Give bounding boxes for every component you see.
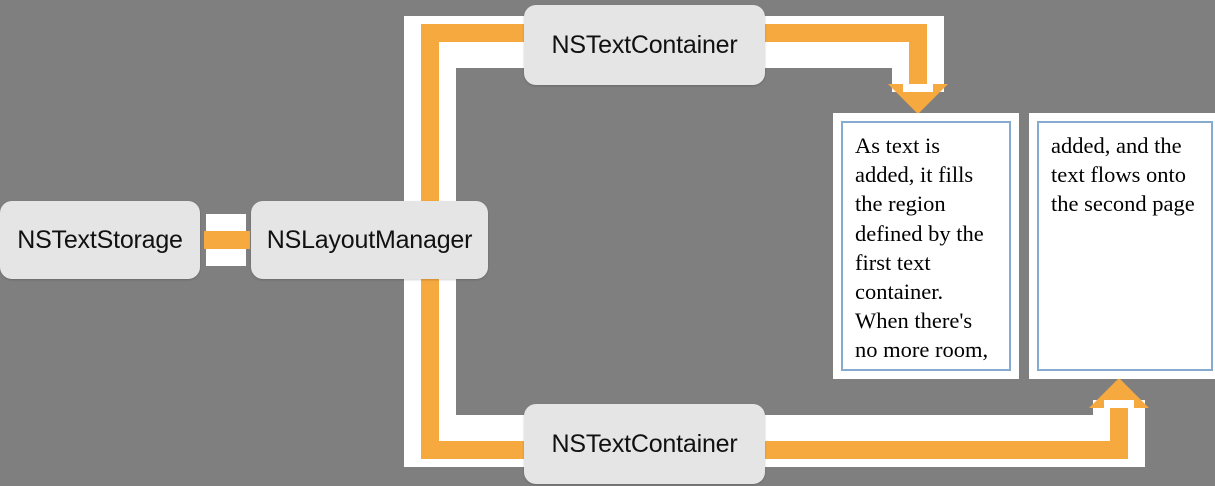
- arrowhead-up-page-two: [1089, 378, 1149, 408]
- halo-bottom-container-to-page-two: [752, 400, 1145, 467]
- node-nstextcontainer-bottom-label: NSTextContainer: [551, 429, 738, 458]
- node-nslayoutmanager-label: NSLayoutManager: [266, 225, 473, 254]
- arrow-heads-group: [888, 84, 1149, 408]
- arrow-orange-group: [204, 24, 1128, 459]
- page-one[interactable]: As text is added, it fills the region de…: [833, 113, 1019, 379]
- arrowhead-down-page-one: [888, 84, 948, 114]
- node-nstextcontainer-top[interactable]: NSTextContainer: [524, 5, 765, 85]
- page-one-text: As text is added, it fills the region de…: [841, 121, 1011, 371]
- arrow-bottom-container-to-page-two: [750, 408, 1128, 459]
- arrow-top-container-to-page-one: [750, 24, 927, 84]
- node-nstextstorage-label: NSTextStorage: [17, 225, 183, 254]
- node-nslayoutmanager[interactable]: NSLayoutManager: [251, 201, 488, 279]
- page-two-text: added, and the text flows onto the secon…: [1037, 121, 1213, 371]
- node-nstextstorage[interactable]: NSTextStorage: [0, 201, 200, 279]
- node-nstextcontainer-top-label: NSTextContainer: [551, 30, 738, 59]
- page-two[interactable]: added, and the text flows onto the secon…: [1029, 113, 1215, 379]
- arrow-layout-to-top-container: [421, 24, 540, 250]
- node-nstextcontainer-bottom[interactable]: NSTextContainer: [524, 404, 765, 484]
- arrow-layout-to-bottom-container: [421, 232, 540, 459]
